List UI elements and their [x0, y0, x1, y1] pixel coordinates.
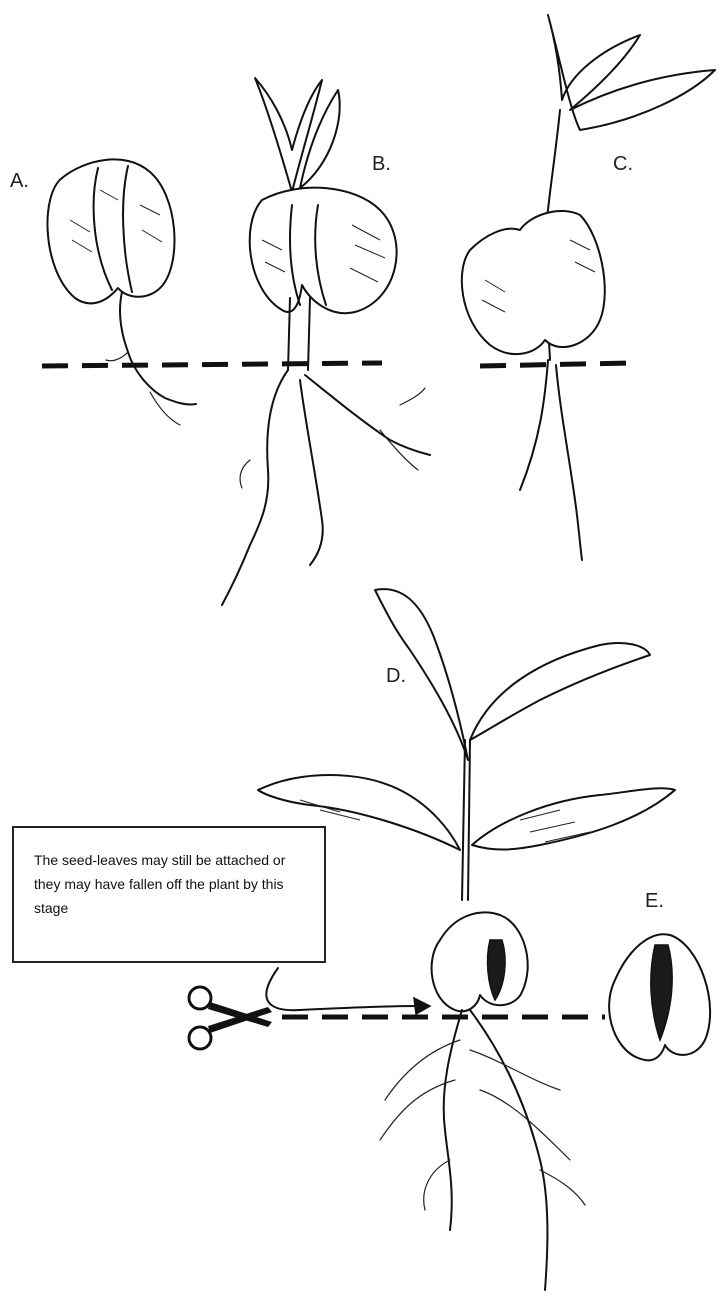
seedling-c: [462, 15, 715, 560]
cut-line-a-b: [42, 363, 382, 366]
note-box: The seed-leaves may still be attached or…: [12, 826, 326, 963]
arrow-icon: [266, 968, 430, 1014]
label-d: D.: [386, 665, 406, 688]
label-c: C.: [613, 153, 633, 176]
seedling-b: [222, 78, 430, 605]
label-b: B.: [372, 153, 391, 176]
scissors-icon: [189, 987, 272, 1049]
label-a: A.: [10, 170, 29, 193]
seedling-a: [47, 159, 196, 425]
seedling-e: [609, 934, 710, 1060]
label-e: E.: [645, 890, 664, 913]
cut-line-c: [480, 363, 630, 366]
